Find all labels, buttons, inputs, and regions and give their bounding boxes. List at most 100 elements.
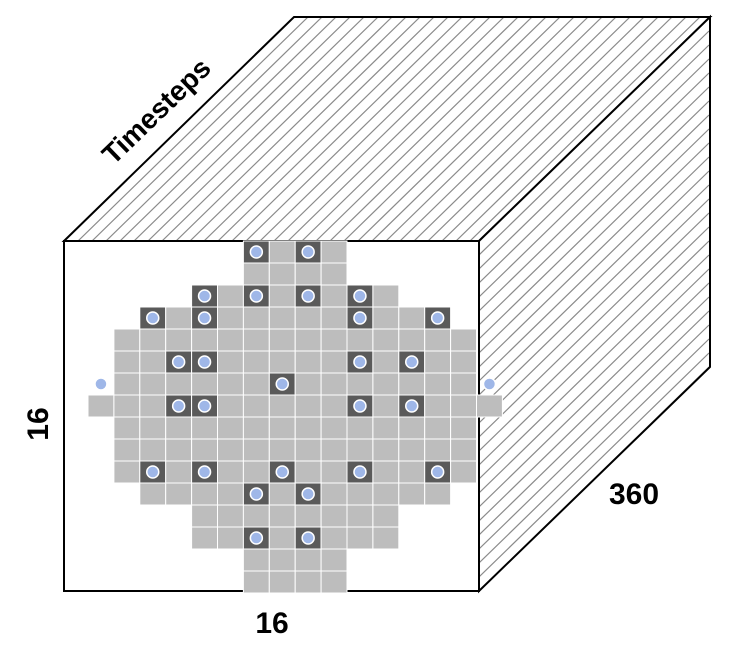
grid-cell bbox=[398, 460, 426, 484]
hatch-line bbox=[427, 17, 659, 241]
grid-cell bbox=[320, 482, 348, 506]
grid-cell bbox=[424, 438, 452, 462]
sensor-dot bbox=[249, 289, 264, 303]
grid-cell bbox=[165, 482, 193, 506]
grid-cell bbox=[87, 394, 115, 418]
grid-cell bbox=[217, 416, 244, 440]
hatch-line bbox=[479, 114, 710, 340]
grid-cell bbox=[113, 460, 141, 484]
sensor-dot bbox=[430, 311, 445, 325]
hatch-line bbox=[147, 17, 379, 241]
side-face-hatching bbox=[479, 17, 710, 591]
grid-cell bbox=[320, 284, 348, 308]
grid-cell bbox=[450, 416, 478, 440]
grid-cell bbox=[346, 526, 374, 550]
hatch-line bbox=[231, 17, 463, 241]
grid-cell bbox=[113, 350, 141, 374]
grid-cell bbox=[113, 328, 141, 352]
grid-cell bbox=[424, 328, 452, 352]
hatch-line bbox=[479, 58, 710, 284]
grid-cell bbox=[217, 504, 244, 528]
grid-cell bbox=[165, 416, 193, 440]
grid-cell bbox=[294, 394, 322, 418]
hatch-line bbox=[479, 86, 710, 312]
grid-cell bbox=[242, 504, 270, 528]
sensor-dot bbox=[249, 245, 264, 259]
grid-cell bbox=[139, 372, 167, 396]
grid-cell bbox=[372, 482, 400, 506]
grid-cell bbox=[424, 372, 452, 396]
sensor-grid bbox=[87, 240, 503, 594]
grid-cell bbox=[268, 328, 296, 352]
sensor-dot bbox=[197, 289, 212, 303]
grid-cell bbox=[346, 416, 374, 440]
grid-cell bbox=[320, 328, 348, 352]
hatch-line bbox=[413, 17, 645, 241]
grid-cell bbox=[450, 372, 478, 396]
grid-cell bbox=[372, 526, 400, 550]
sensor-dot bbox=[301, 245, 315, 259]
grid-cell bbox=[268, 306, 296, 330]
grid-cell bbox=[320, 350, 348, 374]
hatch-line bbox=[479, 44, 710, 270]
grid-cell bbox=[320, 240, 348, 264]
hatch-line bbox=[479, 254, 710, 480]
hatch-line bbox=[77, 17, 309, 241]
grid-cell bbox=[320, 372, 348, 396]
hatch-line bbox=[479, 226, 710, 452]
hatch-line bbox=[217, 17, 449, 241]
grid-cell bbox=[320, 548, 348, 572]
hatch-line bbox=[357, 17, 589, 241]
grid-cell bbox=[398, 328, 426, 352]
grid-cell bbox=[139, 416, 167, 440]
cube-front-face bbox=[63, 240, 503, 594]
grid-cell bbox=[320, 526, 348, 550]
grid-cell bbox=[372, 328, 400, 352]
grid-cell bbox=[372, 504, 400, 528]
grid-cell bbox=[165, 372, 193, 396]
grid-cell bbox=[294, 416, 322, 440]
grid-cell bbox=[346, 372, 374, 396]
grid-cell bbox=[346, 482, 374, 506]
hatch-line bbox=[441, 17, 673, 241]
grid-cell bbox=[398, 372, 426, 396]
hatch-line bbox=[479, 156, 710, 382]
grid-cell bbox=[372, 416, 400, 440]
hatch-line bbox=[273, 17, 505, 241]
sensor-dot bbox=[482, 377, 497, 391]
grid-cell bbox=[294, 438, 322, 462]
hatch-line bbox=[329, 17, 561, 241]
grid-cell bbox=[242, 460, 270, 484]
hatch-line bbox=[189, 17, 421, 241]
grid-cell bbox=[294, 372, 322, 396]
hatch-line bbox=[91, 17, 323, 241]
sensor-dot bbox=[197, 465, 212, 479]
grid-cell bbox=[139, 394, 167, 418]
hatch-line bbox=[479, 72, 710, 298]
hatch-line bbox=[479, 268, 710, 494]
hatch-line bbox=[479, 100, 710, 326]
grid-cell bbox=[372, 394, 400, 418]
grid-cell bbox=[139, 328, 167, 352]
hatch-line bbox=[479, 142, 710, 368]
hatch-line bbox=[479, 338, 710, 564]
grid-cell bbox=[139, 350, 167, 374]
grid-cell bbox=[398, 306, 426, 330]
grid-cell bbox=[217, 306, 244, 330]
sensor-dot bbox=[146, 465, 160, 479]
grid-cell bbox=[113, 416, 141, 440]
sensor-dot bbox=[197, 311, 212, 325]
grid-cell bbox=[139, 482, 167, 506]
grid-cell bbox=[191, 328, 219, 352]
grid-cell bbox=[346, 438, 374, 462]
grid-cell bbox=[217, 526, 244, 550]
grid-cell bbox=[113, 394, 141, 418]
grid-cell bbox=[398, 482, 426, 506]
grid-cell bbox=[268, 284, 296, 308]
grid-cell bbox=[191, 526, 219, 550]
hatch-line bbox=[479, 324, 710, 550]
grid-cell bbox=[320, 460, 348, 484]
grid-cell bbox=[346, 328, 374, 352]
hatch-line bbox=[707, 17, 710, 241]
grid-cell bbox=[268, 350, 296, 374]
